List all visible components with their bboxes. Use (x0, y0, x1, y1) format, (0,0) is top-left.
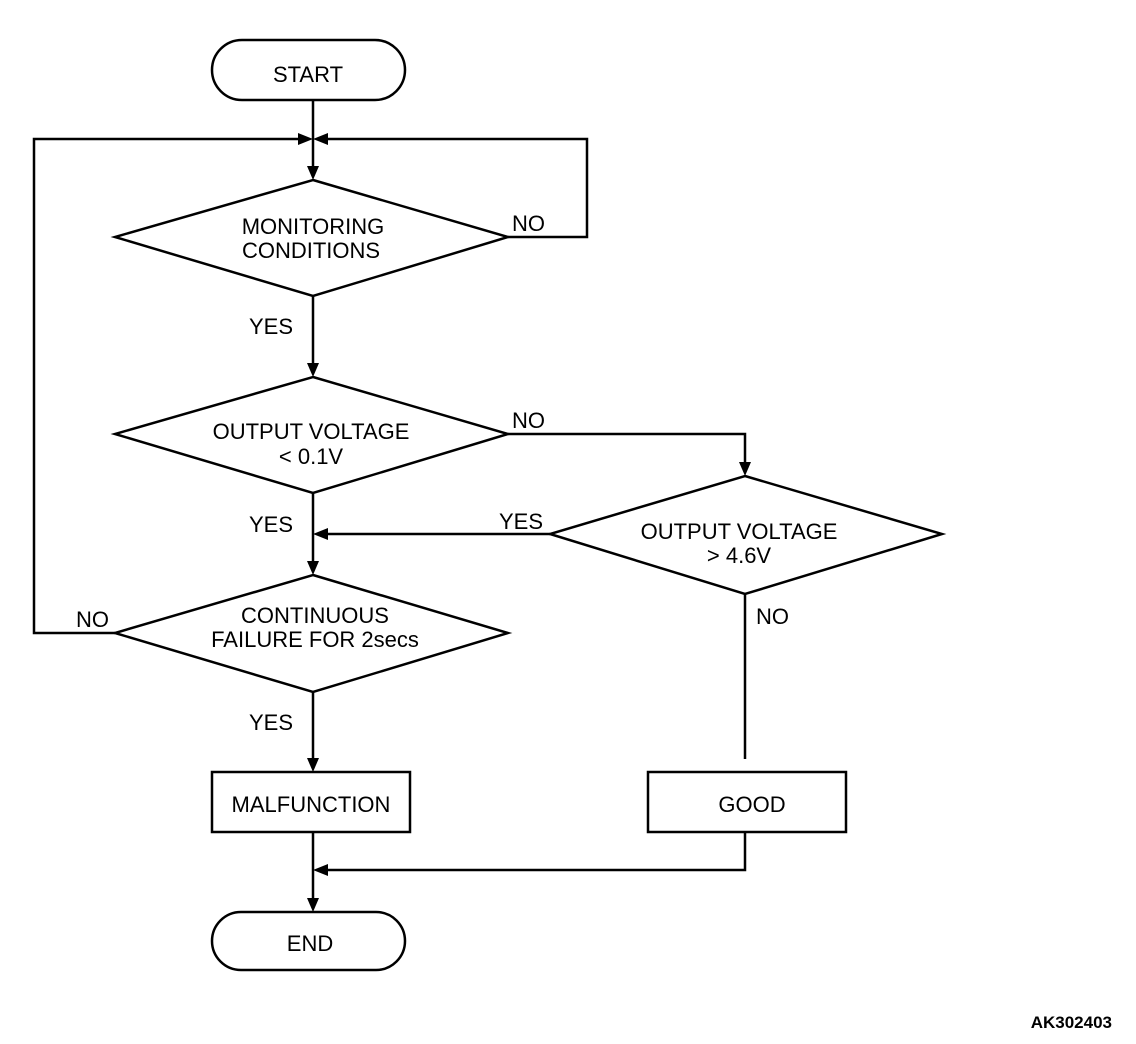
output-low-yes-label: YES (249, 512, 293, 537)
start-terminal (210, 38, 407, 102)
output-high-no-label: NO (756, 604, 789, 629)
edge-labels: NO YES NO YES YES NO NO YES (76, 211, 789, 735)
output-low-label-line2: < 0.1V (279, 444, 344, 469)
output-high-label-line1: OUTPUT VOLTAGE (641, 519, 838, 544)
output-low-label-line1: OUTPUT VOLTAGE (213, 419, 410, 444)
malfunction-box (210, 770, 412, 834)
monitoring-label-line2: CONDITIONS (242, 238, 380, 263)
start-node: START (210, 38, 407, 102)
arrowhead-down (307, 363, 319, 377)
output-high-decision: OUTPUT VOLTAGE > 4.6V (545, 474, 947, 596)
edge-good-to-end (323, 832, 747, 872)
end-terminal (210, 910, 407, 972)
monitoring-yes-label: YES (249, 314, 293, 339)
monitoring-diamond (110, 178, 513, 298)
arrowhead-left (313, 864, 328, 876)
end-node: END (210, 910, 407, 972)
continuous-label-line2: FAILURE FOR 2secs (211, 627, 419, 652)
malfunction-node: MALFUNCTION (210, 770, 412, 834)
output-low-diamond (110, 375, 513, 495)
output-low-decision: OUTPUT VOLTAGE < 0.1V (110, 375, 513, 495)
continuous-label-line1: CONTINUOUS (241, 603, 389, 628)
end-label: END (287, 931, 333, 956)
arrowhead-right (298, 133, 313, 145)
arrowhead-down (307, 758, 319, 772)
output-high-label-line2: > 4.6V (707, 543, 772, 568)
output-high-yes-label: YES (499, 509, 543, 534)
edge-output-low-no (508, 432, 747, 464)
arrowhead-down (307, 561, 319, 575)
good-box (646, 770, 848, 834)
monitoring-decision: MONITORING CONDITIONS (110, 178, 513, 298)
continuous-decision: CONTINUOUS FAILURE FOR 2secs (110, 573, 513, 694)
arrowhead-left (313, 528, 328, 540)
monitoring-label-line1: MONITORING (242, 214, 385, 239)
malfunction-label: MALFUNCTION (232, 792, 391, 817)
continuous-diamond (110, 573, 513, 694)
edge-continuous-no-loop (32, 137, 302, 635)
output-low-no-label: NO (512, 408, 545, 433)
arrowhead-down (739, 462, 751, 476)
monitoring-no-label: NO (512, 211, 545, 236)
arrowhead-down (307, 166, 319, 180)
figure-id: AK302403 (1031, 1013, 1112, 1032)
output-high-diamond (545, 474, 947, 596)
arrowheads (298, 133, 751, 912)
arrowhead-left (313, 133, 328, 145)
good-node: GOOD (646, 770, 848, 834)
continuous-no-label: NO (76, 607, 109, 632)
edge-monitoring-no-loop (320, 137, 589, 239)
good-label: GOOD (718, 792, 785, 817)
continuous-yes-label: YES (249, 710, 293, 735)
arrowhead-down (307, 898, 319, 912)
start-label: START (273, 62, 343, 87)
connectors (32, 100, 747, 900)
